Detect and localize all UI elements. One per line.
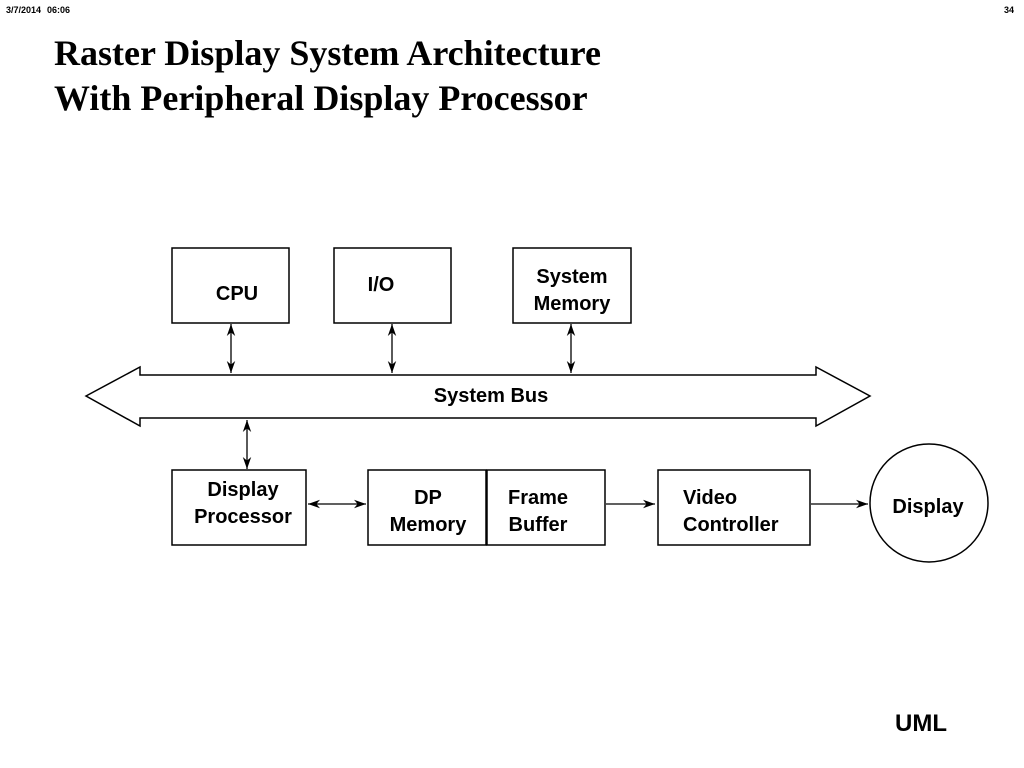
- cpu-label: CPU: [216, 283, 258, 305]
- io-label: I/O: [368, 274, 395, 296]
- title-line-1: Raster Display System Architecture: [54, 33, 601, 73]
- frame-buffer-label-line-2: Buffer: [509, 514, 568, 536]
- system-bus: System Bus: [84, 365, 872, 428]
- display-processor-label-line-2: Processor: [194, 506, 292, 528]
- system-memory-box: System Memory: [512, 247, 632, 324]
- io-box: I/O: [333, 247, 452, 324]
- display-processor-box: Display Processor: [171, 469, 307, 546]
- dp-memory-label-line-1: DP: [414, 487, 442, 509]
- dp-memory-label-line-2: Memory: [390, 514, 468, 536]
- system-bus-label: System Bus: [434, 385, 549, 407]
- display-label: Display: [892, 496, 964, 518]
- video-controller-label-line-2: Controller: [683, 514, 779, 536]
- header-time: 06:06: [47, 5, 71, 15]
- dp-memory-box: DP Memory: [367, 469, 487, 546]
- page-number: 34: [1003, 5, 1014, 15]
- frame-buffer-label-line-1: Frame: [508, 487, 568, 509]
- video-controller-box: Video Controller: [657, 469, 811, 546]
- system-memory-label-line-2: Memory: [534, 293, 612, 315]
- header-date: 3/7/2014: [6, 5, 42, 15]
- video-controller-label-line-1: Video: [683, 487, 737, 509]
- system-memory-label-line-1: System: [536, 266, 607, 288]
- cpu-box: CPU: [171, 247, 290, 324]
- display-circle: Display: [869, 443, 989, 563]
- frame-buffer-box: Frame Buffer: [486, 469, 606, 546]
- display-processor-label-line-1: Display: [207, 479, 279, 501]
- footer-label: UML: [895, 710, 947, 737]
- title-line-2: With Peripheral Display Processor: [54, 78, 588, 118]
